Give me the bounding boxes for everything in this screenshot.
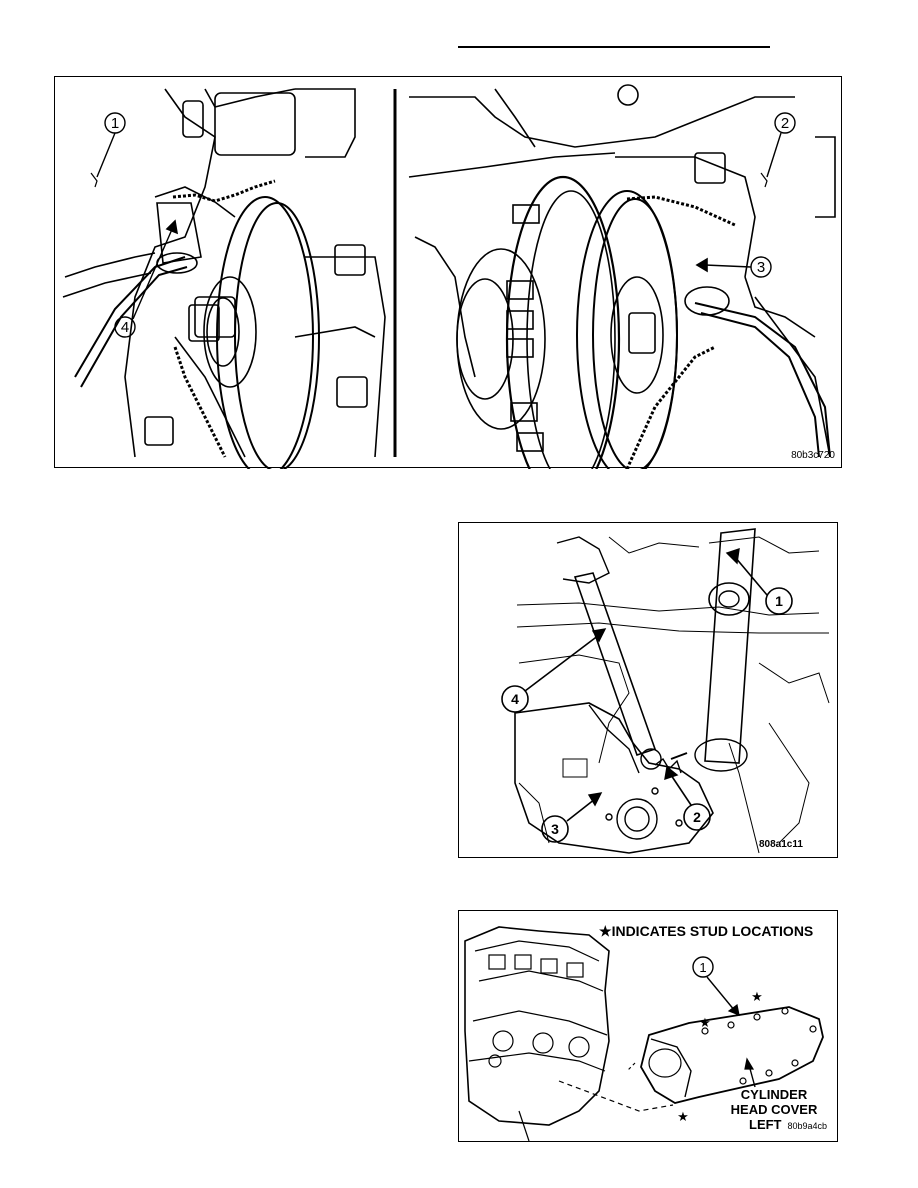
callout-1: [692, 956, 740, 1016]
cover-label: CYLINDER HEAD COVER LEFT 80b9a4cb: [721, 1087, 827, 1134]
figure-code: 808a1c11: [759, 839, 803, 850]
legend-star: ★: [599, 923, 612, 939]
wrench-illustration: 1 2 3 4: [501, 528, 830, 854]
callout-3-label: 3: [757, 259, 765, 276]
stud-star: ★: [677, 1110, 689, 1125]
callout-1-label: 1: [775, 593, 783, 609]
callout-2-label: 2: [781, 115, 789, 132]
callout-2-label: 2: [693, 809, 701, 825]
callout-1-label: 1: [699, 960, 706, 975]
figure-cylinder-head-cover: ★ ★ ★ 1 ★INDICATES STUD LOCATIONS CYLIND…: [458, 910, 838, 1142]
callout-1: [725, 547, 793, 615]
legend: ★INDICATES STUD LOCATIONS: [599, 923, 813, 940]
legend-text: INDICATES STUD LOCATIONS: [611, 923, 814, 939]
callout-3: [541, 792, 603, 843]
timing-chain-illustration: 1 2 3 4: [62, 84, 836, 469]
figure-code: 80b9a4cb: [787, 1121, 828, 1131]
callout-2: [664, 765, 711, 831]
cover-label-row3: LEFT 80b9a4cb: [721, 1117, 827, 1134]
figure-wrench-tensioner: 1 2 3 4 808a1c11: [458, 522, 838, 858]
figure-code: 80b3c720: [791, 450, 835, 461]
cover-label-line2: HEAD COVER: [730, 1102, 818, 1117]
callout-3-label: 3: [551, 821, 559, 837]
callout-1-label: 1: [111, 115, 119, 132]
head-cover-illustration: ★ ★ ★ 1: [464, 926, 824, 1142]
figure-timing-chain-sprockets: 1 2 3 4 80b3c720: [54, 76, 842, 469]
callout-4: [114, 219, 179, 338]
stud-star: ★: [699, 1016, 711, 1031]
stud-star: ★: [751, 990, 763, 1005]
callout-2: [760, 112, 796, 188]
callout-4-label: 4: [511, 691, 519, 707]
left-panel-engine: [62, 88, 386, 469]
callout-4-label: 4: [121, 319, 129, 336]
cover-label-line1: CYLINDER: [740, 1087, 808, 1102]
cover-label-line3: LEFT: [749, 1117, 782, 1132]
right-panel-engine: [408, 84, 836, 469]
callout-1: [90, 112, 126, 188]
callout-4: [501, 628, 607, 713]
header-rule: [458, 46, 770, 48]
callout-3: [695, 256, 772, 278]
